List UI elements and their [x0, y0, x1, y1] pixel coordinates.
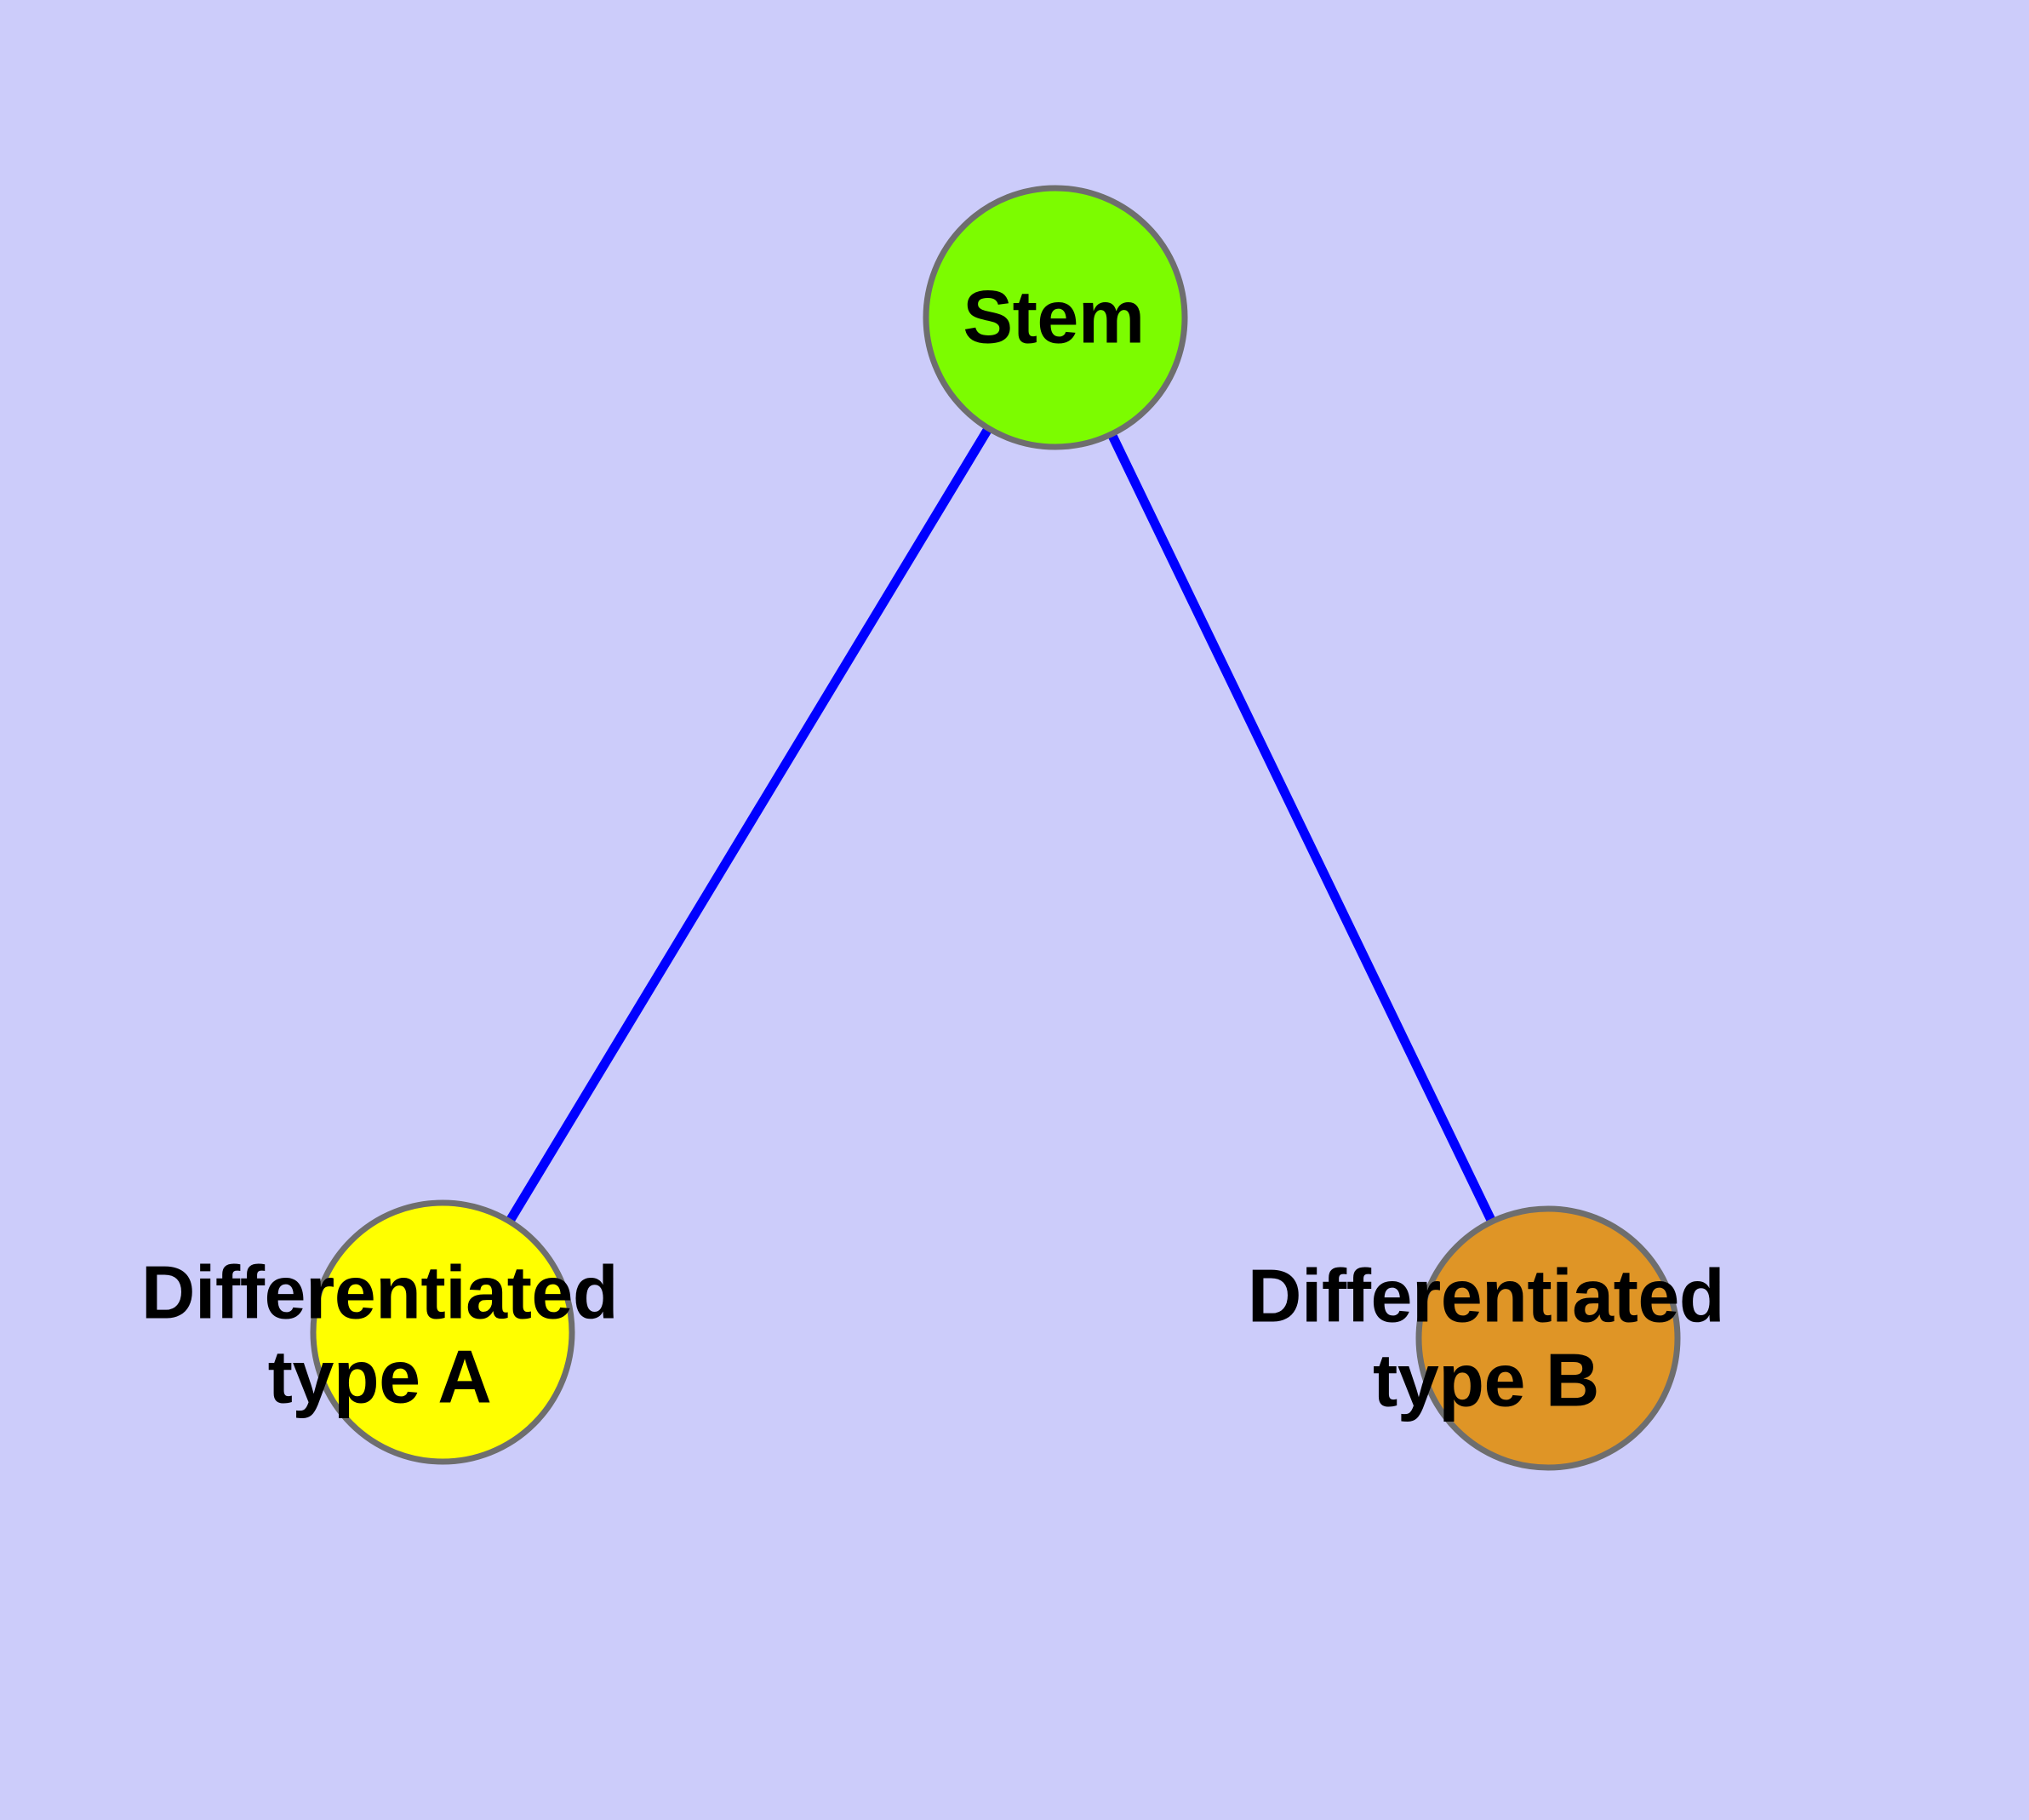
node-stem[interactable] [923, 185, 1188, 450]
edge-stem-to-differentiated-type-b[interactable] [1051, 315, 1552, 1341]
node-differentiated-type-b[interactable] [1415, 1205, 1681, 1471]
node-differentiated-type-a[interactable] [310, 1199, 575, 1465]
edge-stem-to-differentiated-type-a[interactable] [438, 315, 1060, 1335]
node-layer [310, 185, 1681, 1471]
edge-layer [438, 315, 1552, 1341]
